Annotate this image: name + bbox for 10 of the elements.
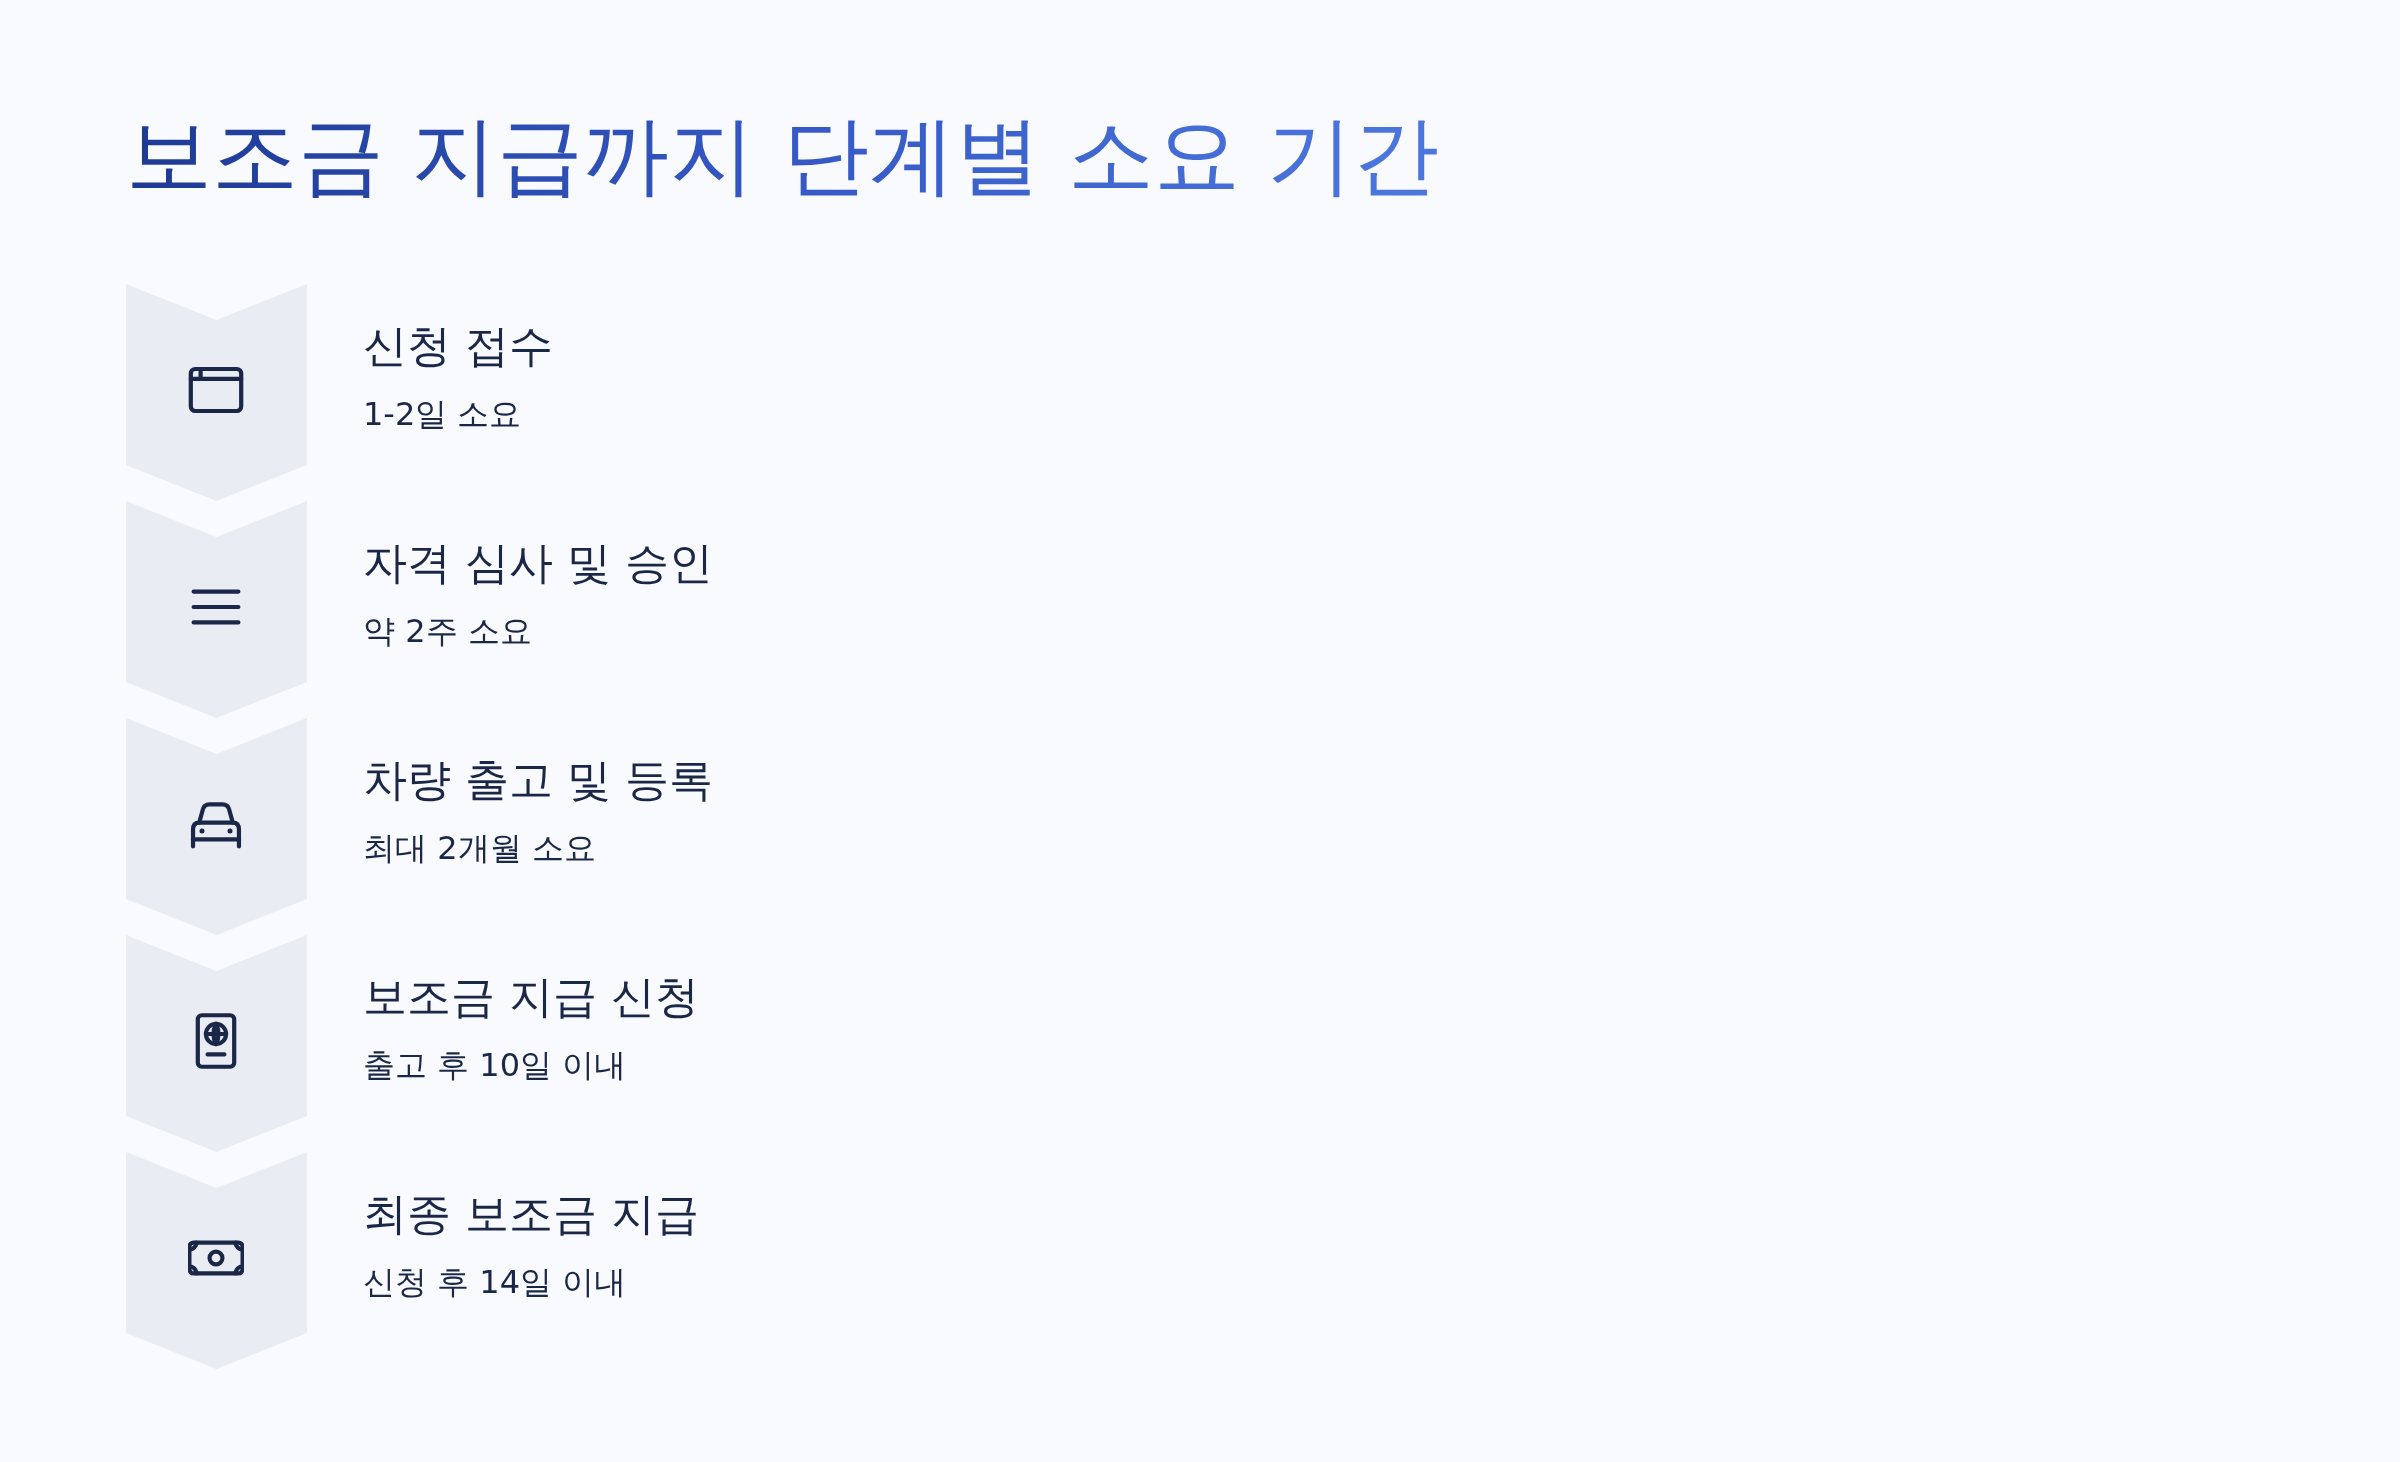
step-duration: 1-2일 소요 — [363, 394, 522, 435]
step-duration: 출고 후 10일 이내 — [363, 1045, 627, 1086]
step-duration: 최대 2개월 소요 — [363, 828, 596, 869]
step-title: 최종 보조금 지급 — [363, 1187, 699, 1241]
step-duration: 신청 후 14일 이내 — [363, 1262, 627, 1303]
step-title: 신청 접수 — [363, 319, 553, 373]
step-title: 자격 심사 및 승인 — [363, 536, 713, 590]
step-title: 차량 출고 및 등록 — [363, 753, 713, 807]
step-duration: 약 2주 소요 — [363, 611, 532, 652]
step-title: 보조금 지급 신청 — [363, 970, 699, 1024]
